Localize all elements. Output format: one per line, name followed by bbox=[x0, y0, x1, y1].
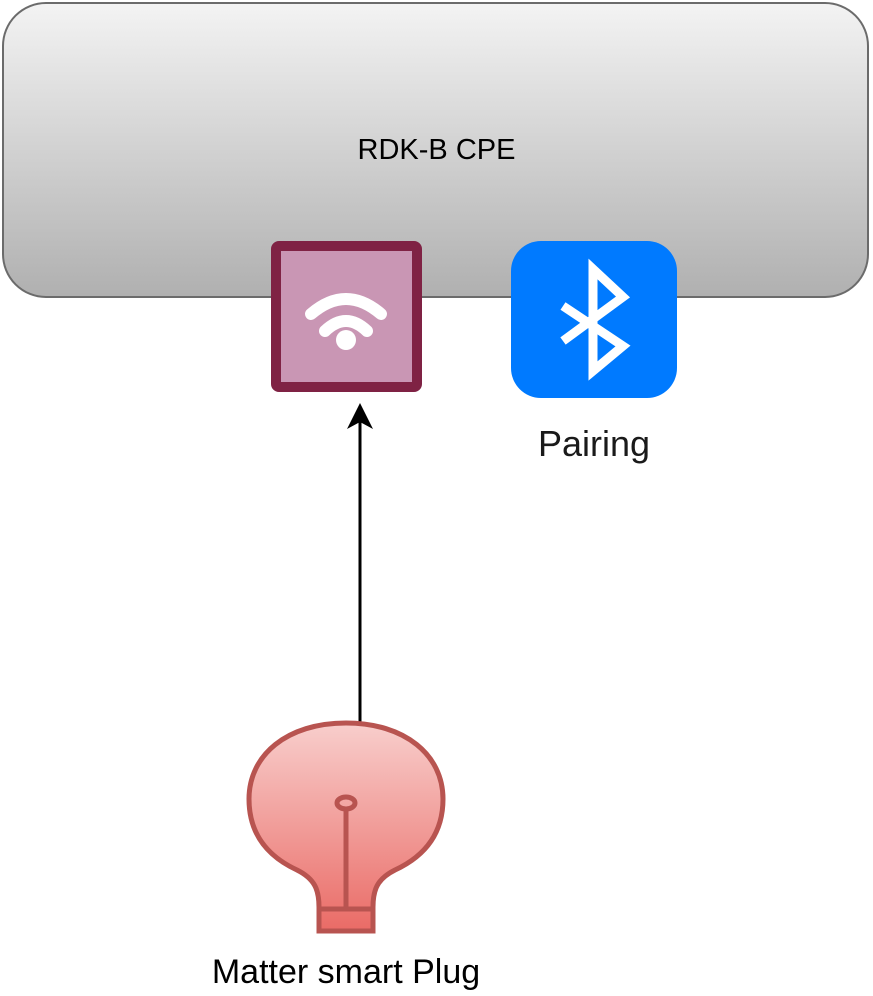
matter-smart-plug-label: Matter smart Plug bbox=[211, 953, 481, 991]
wifi-icon[interactable] bbox=[271, 241, 422, 392]
cpe-label: RDK-B CPE bbox=[357, 134, 516, 166]
bluetooth-icon[interactable] bbox=[511, 241, 677, 398]
rdk-b-cpe-box[interactable] bbox=[2, 2, 869, 298]
bidirectional-arrow[interactable] bbox=[340, 395, 380, 755]
pairing-label: Pairing bbox=[537, 423, 651, 464]
lightbulb-icon[interactable] bbox=[245, 715, 447, 937]
arrowhead-up bbox=[347, 403, 373, 429]
